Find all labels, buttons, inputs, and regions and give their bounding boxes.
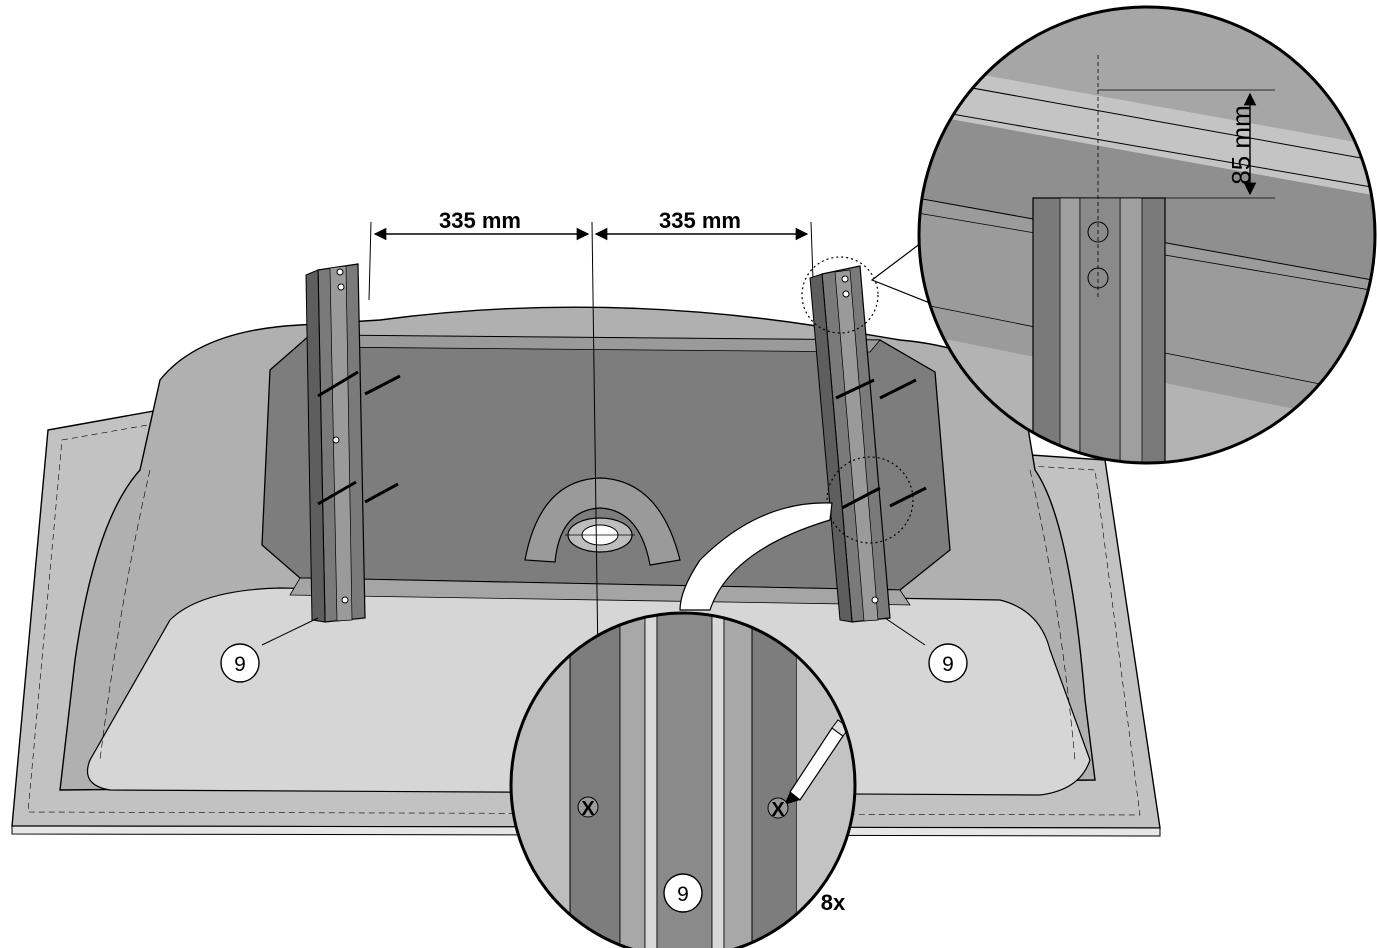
drill-mark-right-label: X bbox=[771, 799, 785, 821]
right-rail-pencils bbox=[835, 378, 927, 510]
bottom-detail-connector bbox=[679, 502, 833, 611]
drain-housing bbox=[524, 477, 681, 566]
drill-mark-left bbox=[577, 796, 599, 818]
hole-offset-label: 85 mm bbox=[1226, 105, 1256, 184]
left-rail-pencils bbox=[317, 370, 401, 506]
drill-mark-right bbox=[767, 797, 789, 819]
quantity-label: 8x bbox=[821, 890, 846, 915]
right-mounting-rail bbox=[809, 265, 891, 623]
bottom-detail-zoom: X X 9 bbox=[509, 611, 857, 948]
right-rail-callout: 9 bbox=[928, 643, 968, 683]
top-detail-zoom: 85 mm bbox=[917, 5, 1377, 465]
top-detail-marker bbox=[801, 256, 879, 334]
left-rail-callout: 9 bbox=[220, 643, 260, 683]
detail-rail-callout-number: 9 bbox=[677, 883, 689, 906]
left-rail-callout-number: 9 bbox=[234, 653, 246, 676]
right-spacing-label: 335 mm bbox=[659, 208, 741, 233]
bottom-detail-marker bbox=[826, 456, 914, 544]
drill-mark-left-label: X bbox=[581, 798, 595, 820]
left-mounting-rail bbox=[305, 263, 366, 623]
right-rail-callout-number: 9 bbox=[942, 653, 954, 676]
left-spacing-label: 335 mm bbox=[439, 208, 521, 233]
detail-rail-callout bbox=[663, 873, 703, 913]
